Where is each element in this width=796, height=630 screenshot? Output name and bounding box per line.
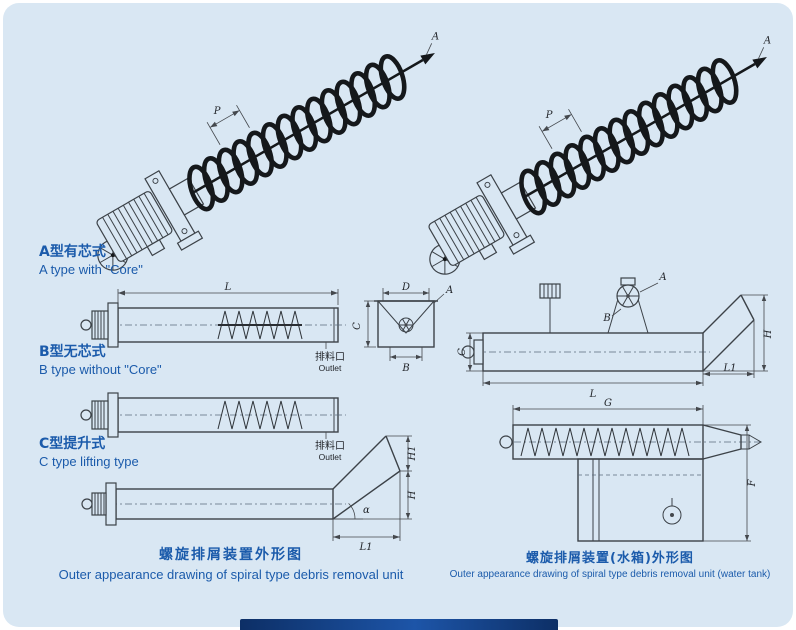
shaft-tip bbox=[420, 53, 435, 65]
outlet-label-cn: 排料口 bbox=[315, 350, 345, 363]
spiral-coil bbox=[187, 54, 407, 212]
dim-L-label: L bbox=[589, 389, 597, 400]
dim-C-label: C bbox=[352, 322, 363, 330]
dim-H-label: H bbox=[763, 329, 774, 339]
terminal-box bbox=[478, 242, 498, 261]
type-c-en: C type lifting type bbox=[39, 453, 139, 469]
terminal-box bbox=[146, 238, 166, 257]
iso-conveyor-left: P A bbox=[96, 32, 439, 271]
dim-C-label: C bbox=[457, 348, 468, 356]
outlet-label-cn: 排料口 bbox=[315, 439, 345, 452]
schematic-c-type: α H1 H L1 bbox=[81, 435, 418, 553]
caption-left-en: Outer appearance drawing of spiral type … bbox=[58, 567, 404, 582]
dim-pitch-label: P bbox=[545, 110, 553, 121]
dim-A-label: A bbox=[658, 272, 666, 283]
spiral-section bbox=[217, 400, 303, 430]
outlet-label-en: Outlet bbox=[319, 452, 342, 462]
dim-H-label: H bbox=[407, 490, 418, 500]
caption-right: 螺旋排屑装置(水箱)外形图 Outer appearance drawing o… bbox=[435, 547, 785, 580]
type-a-cn: A型有芯式 bbox=[39, 244, 106, 260]
schematic-a-type: L 排料口 Outlet D A B C bbox=[80, 282, 453, 374]
dim-L-label: L bbox=[224, 282, 232, 293]
type-b-label: B型无芯式 B type without "Core" bbox=[39, 344, 162, 378]
type-b-cn: B型无芯式 bbox=[39, 344, 106, 360]
spiral-section bbox=[520, 427, 690, 457]
cross-section bbox=[377, 300, 435, 348]
caption-right-cn: 螺旋排屑装置(水箱)外形图 bbox=[526, 551, 694, 566]
blue-panel: P A bbox=[3, 3, 793, 630]
right-appearance-drawing: A B H L L1 C bbox=[457, 272, 774, 400]
type-b-en: B type without "Core" bbox=[39, 361, 162, 377]
dim-tip-label: A bbox=[763, 36, 771, 47]
shaft-tip bbox=[752, 57, 767, 69]
water-tank bbox=[577, 458, 704, 542]
iso-conveyor-right: P A bbox=[428, 36, 771, 275]
terminal-box bbox=[539, 283, 561, 299]
outlet-label-en: Outlet bbox=[319, 363, 342, 373]
dim-B-label: B bbox=[401, 363, 409, 374]
dim-A-label: A bbox=[445, 285, 453, 296]
dim-alpha-label: α bbox=[363, 505, 370, 516]
lifting-chute bbox=[332, 435, 401, 520]
drive-motor bbox=[91, 310, 109, 340]
spiral-section bbox=[217, 310, 303, 340]
dim-G-label: G bbox=[604, 398, 612, 409]
type-c-cn: C型提升式 bbox=[39, 436, 106, 452]
schematic-b-type: 排料口 Outlet bbox=[80, 392, 346, 462]
caption-right-en: Outer appearance drawing of spiral type … bbox=[449, 569, 771, 580]
dim-L1-label: L1 bbox=[358, 542, 372, 553]
dim-pitch-label: P bbox=[213, 106, 221, 117]
dim-tip-label: A bbox=[431, 32, 439, 43]
caption-left: 螺旋排屑装置外形图 Outer appearance drawing of sp… bbox=[31, 544, 431, 582]
footer-bar bbox=[240, 619, 558, 630]
drive-motor bbox=[91, 400, 109, 430]
dim-F-label: F bbox=[747, 478, 758, 487]
dim-L1-label: L1 bbox=[722, 363, 736, 374]
dim-D-label: D bbox=[401, 282, 410, 293]
type-c-label: C型提升式 C type lifting type bbox=[39, 436, 139, 470]
water-tank-drawing: G F bbox=[499, 398, 762, 542]
caption-left-cn: 螺旋排屑装置外形图 bbox=[159, 547, 303, 563]
type-a-en: A type with "Core" bbox=[39, 261, 143, 277]
dim-B-label: B bbox=[602, 313, 610, 324]
dim-H1-label: H1 bbox=[407, 445, 418, 461]
type-a-label: A型有芯式 A type with "Core" bbox=[39, 244, 143, 278]
discharge-chute bbox=[702, 294, 755, 372]
